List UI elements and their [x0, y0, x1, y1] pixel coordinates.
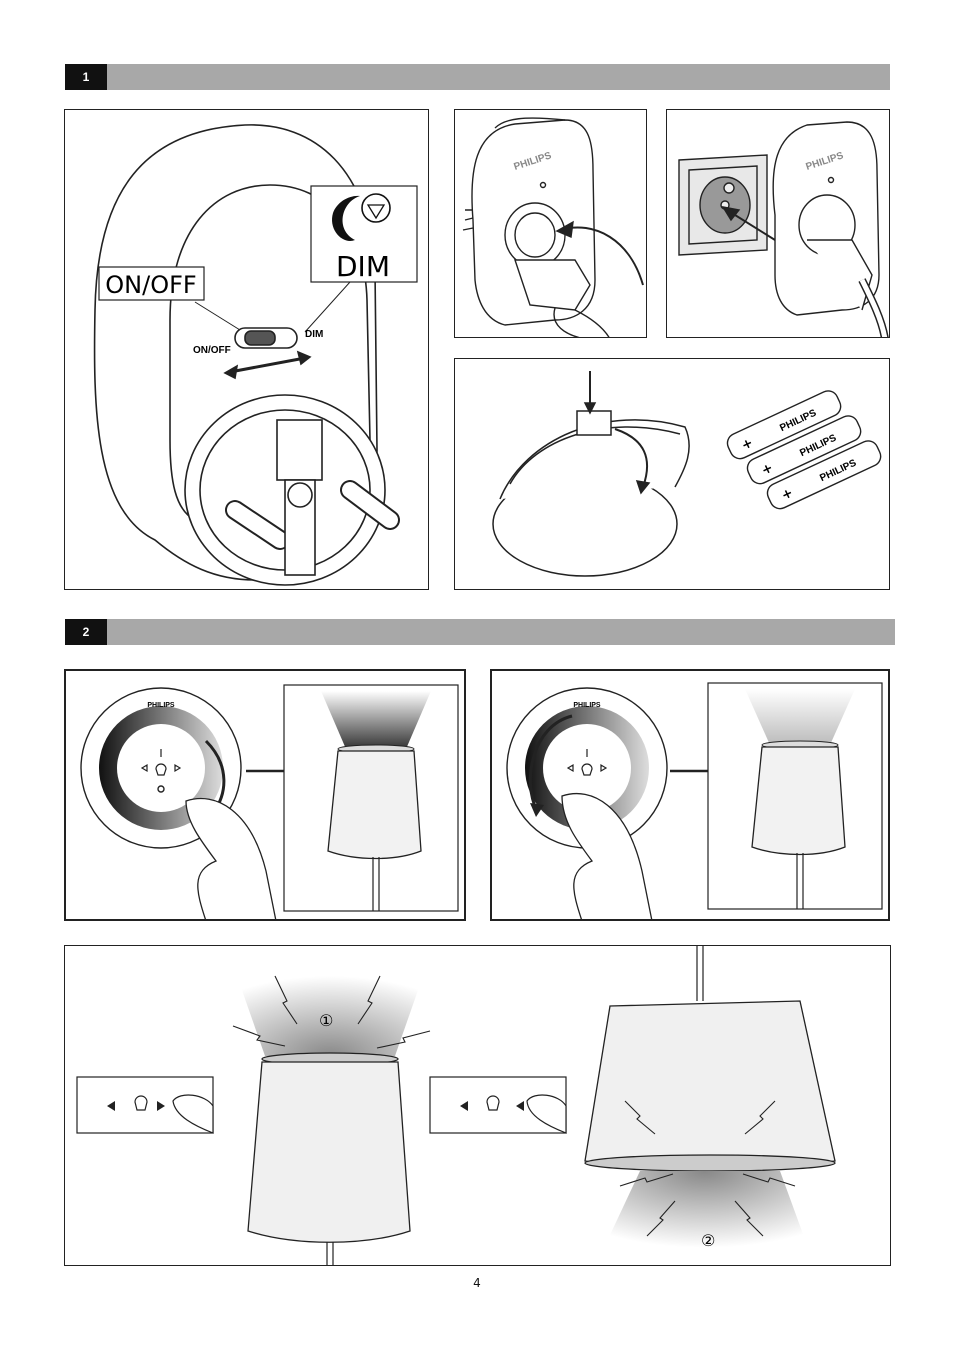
- batteries: PHILIPS + PHILIPS + PHILIPS +: [726, 390, 882, 510]
- bulb-icon: [140, 749, 182, 776]
- switch-label-onoff: ON/OFF: [193, 345, 231, 356]
- page-number: 4: [473, 1276, 481, 1290]
- dim-clockwise-panel: PHILIPS: [64, 669, 466, 921]
- circled-1: ①: [319, 1011, 333, 1030]
- adapter-switch-panel: ON/OFF DIM ON/OFF DIM: [64, 109, 429, 590]
- up-down-light-panel: ① ②: [64, 945, 891, 1266]
- callout-onoff-text: ON/OFF: [105, 271, 196, 299]
- remote-brand-2: PHILIPS: [573, 702, 601, 709]
- battery-panel: PHILIPS + PHILIPS + PHILIPS +: [454, 358, 890, 590]
- callout-dim-text: DIM: [336, 250, 390, 283]
- dim-counterclockwise-panel: PHILIPS: [490, 669, 890, 921]
- section-2-header: 2: [65, 619, 895, 645]
- circled-2: ②: [701, 1231, 715, 1250]
- wall-socket-illustration: PHILIPS: [678, 121, 889, 337]
- up-down-light-illustration: ① ②: [76, 946, 836, 1265]
- switch-label-dim: DIM: [305, 329, 323, 340]
- section-2-number: 2: [65, 619, 107, 645]
- insert-plug-panel: PHILIPS: [454, 109, 647, 338]
- dim-counterclockwise-illustration: PHILIPS: [506, 682, 883, 919]
- section-1-header: 1: [65, 64, 890, 90]
- adapter-illustration: ON/OFF DIM ON/OFF DIM: [93, 124, 418, 586]
- wall-socket-panel: PHILIPS: [666, 109, 890, 338]
- section-1-number: 1: [65, 64, 107, 90]
- battery-illustration: PHILIPS + PHILIPS + PHILIPS +: [492, 371, 882, 577]
- dim-clockwise-illustration: PHILIPS: [80, 684, 459, 919]
- remote-brand-1: PHILIPS: [147, 702, 175, 709]
- moon-dim-icon: [332, 193, 391, 241]
- insert-plug-illustration: PHILIPS: [462, 117, 644, 337]
